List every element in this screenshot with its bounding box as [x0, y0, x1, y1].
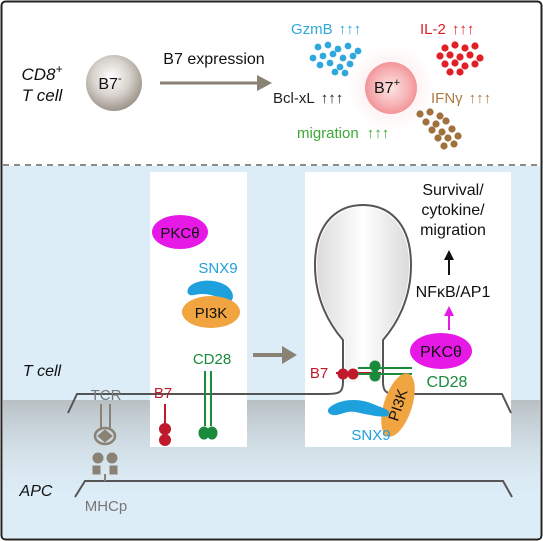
b7-positive-label: B7+: [374, 77, 400, 97]
snx9-right-label: SNX9: [351, 427, 390, 444]
b7-left: [159, 404, 171, 446]
b7-cd28-complex: [336, 360, 412, 382]
outcome-arrowhead: [444, 250, 454, 260]
apc-membrane: [74, 480, 513, 498]
tcr-label: TCR: [91, 387, 122, 404]
migration-label: migration↑↑↑: [297, 125, 389, 142]
cd28-right-label: CD28: [427, 374, 468, 391]
outcome-line-3: migration: [420, 222, 486, 239]
snx9-left-label: SNX9: [198, 260, 237, 277]
pkc-activation-arrowhead: [444, 306, 454, 316]
mhcp-label: MHCp: [85, 498, 128, 515]
outcome-line-1: Survival/: [422, 182, 484, 199]
gzmb-label: GzmB↑↑↑: [291, 21, 361, 38]
outcome-line-2: cytokine/: [421, 202, 485, 219]
tcr-mhc-complex: [92, 404, 118, 481]
pi3k-left: [182, 296, 240, 328]
pkc-right: [410, 333, 472, 369]
il2-label: IL-2↑↑↑: [420, 21, 474, 38]
b7-expression-arrowhead: [257, 75, 272, 91]
b7-negative-cell: [86, 55, 142, 111]
gzmb-granules: [309, 41, 362, 77]
cd8-t-cell-label: CD8+: [21, 62, 62, 84]
cd8-t-cell-label-line2: T cell: [22, 86, 64, 105]
filopodium-bulb: [317, 207, 409, 382]
apc-label: APC: [19, 483, 53, 500]
ifng-granules: [416, 108, 462, 150]
b7-positive-cell: [365, 62, 417, 114]
b7-right-label: B7: [310, 365, 328, 382]
nfkb-label: NFκB/AP1: [416, 284, 491, 301]
b7-expression-label: B7 expression: [163, 51, 264, 68]
bclxl-label: Bcl-xL↑↑↑: [273, 90, 343, 107]
b7-negative-label: B7-: [98, 73, 122, 93]
il2-granules: [436, 41, 484, 76]
pi3k-left-label: PI3K: [195, 305, 228, 322]
transition-arrowhead: [282, 346, 297, 364]
pkc-left-label: PKCθ: [160, 225, 199, 242]
pkc-left: [152, 215, 208, 249]
ifng-label: IFNγ↑↑↑: [431, 90, 491, 107]
snx9-left-shape: [187, 280, 233, 303]
pi3k-right: PI3K: [381, 373, 415, 437]
b7-left-label: B7: [154, 385, 172, 402]
top-panel: CD8+ T cell B7- B7 expression B7+ GzmB↑↑…: [21, 21, 491, 150]
cd28-left-label: CD28: [193, 351, 231, 368]
pkc-right-label: PKCθ: [420, 344, 462, 361]
snx9-right-shape: [327, 400, 390, 417]
t-cell-label: T cell: [23, 363, 62, 380]
bottom-panel: T cell APC TCR MHCp PKCθ SNX9 PI3K CD28: [3, 166, 540, 538]
cd28-left: [198, 371, 218, 440]
